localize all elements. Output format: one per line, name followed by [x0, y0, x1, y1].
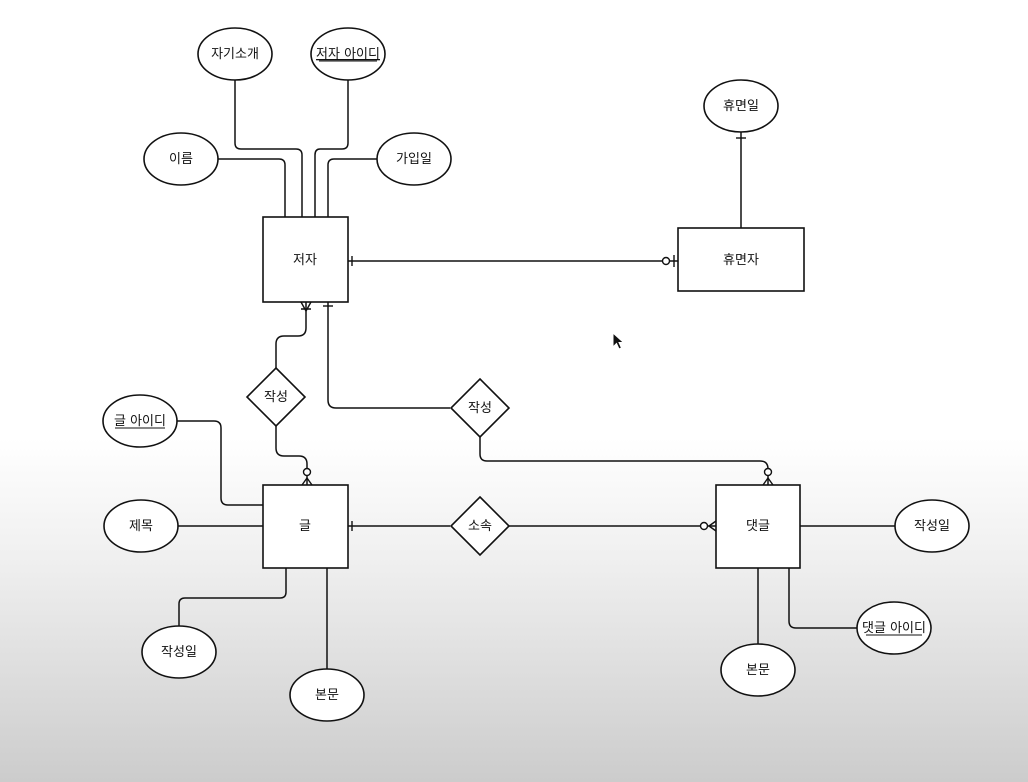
attribute-post-title: 제목 [103, 499, 179, 553]
relationship-writes-comment-label: 작성 [468, 401, 492, 416]
attribute-comment-body-label: 본문 [746, 663, 770, 678]
attribute-author-name-label: 이름 [169, 152, 193, 167]
entity-author-label: 저자 [293, 253, 317, 268]
edge-author-writes-post [275, 302, 307, 368]
marker-author-many [300, 301, 312, 312]
marker-comment-zero [763, 467, 773, 477]
edge-comment-id [788, 568, 857, 629]
attribute-comment-date: 작성일 [894, 499, 970, 553]
relationship-writes-comment: 작성 [449, 377, 511, 439]
attribute-author-joined-label: 가입일 [396, 152, 432, 167]
attribute-comment-date-label: 작성일 [914, 519, 950, 534]
attribute-comment-body: 본문 [720, 643, 796, 697]
edge-author-joined [327, 158, 378, 217]
marker-dormant-zero [661, 256, 671, 266]
attribute-author-id: 저자 아이디 [310, 27, 386, 81]
entity-dormant: 휴면자 [677, 227, 805, 292]
relationship-writes-post: 작성 [245, 366, 307, 428]
mouse-cursor-icon [612, 331, 625, 350]
entity-post-label: 글 [299, 519, 311, 534]
attribute-author-intro-label: 자기소개 [211, 47, 259, 62]
attribute-dormant-date: 휴면일 [703, 79, 779, 133]
edge-author-writes-comment [327, 302, 450, 409]
edge-author-name [218, 158, 286, 217]
marker-post-many [301, 477, 313, 486]
attribute-post-date: 작성일 [141, 625, 217, 679]
cardinality-markers [300, 137, 774, 532]
attribute-author-id-label: 저자 아이디 [316, 47, 380, 62]
marker-comment-belongs-many [708, 520, 717, 532]
attribute-comment-id-label: 댓글 아이디 [862, 621, 926, 636]
attribute-author-intro: 자기소개 [197, 27, 273, 81]
marker-post-zero [302, 467, 312, 477]
entity-comment: 댓글 [715, 484, 801, 569]
attribute-post-title-label: 제목 [129, 519, 153, 534]
relationship-belongs-label: 소속 [468, 519, 492, 534]
edge-writes-comment-comment [479, 437, 769, 485]
marker-comment-many [762, 477, 774, 486]
attribute-comment-id: 댓글 아이디 [856, 601, 932, 655]
diagram-edges [177, 80, 896, 669]
edge-author-id [314, 80, 349, 217]
relationship-writes-post-label: 작성 [264, 390, 288, 405]
attribute-post-date-label: 작성일 [161, 645, 197, 660]
entity-author: 저자 [262, 216, 349, 303]
attribute-post-body-label: 본문 [315, 688, 339, 703]
entity-comment-label: 댓글 [746, 519, 770, 534]
attribute-dormant-date-label: 휴면일 [723, 99, 759, 114]
relationship-belongs: 소속 [449, 495, 511, 557]
attribute-post-body: 본문 [289, 668, 365, 722]
edge-post-date [178, 568, 287, 626]
entity-post: 글 [262, 484, 349, 569]
edge-author-intro [234, 80, 303, 217]
attribute-author-joined: 가입일 [376, 132, 452, 186]
attribute-post-id-label: 글 아이디 [114, 414, 166, 429]
marker-comment-belongs-zero [699, 521, 709, 531]
attribute-author-name: 이름 [143, 132, 219, 186]
edge-writes-post-post [275, 426, 308, 485]
edge-post-id [177, 420, 263, 506]
attribute-post-id: 글 아이디 [102, 394, 178, 448]
entity-dormant-label: 휴면자 [723, 253, 759, 268]
